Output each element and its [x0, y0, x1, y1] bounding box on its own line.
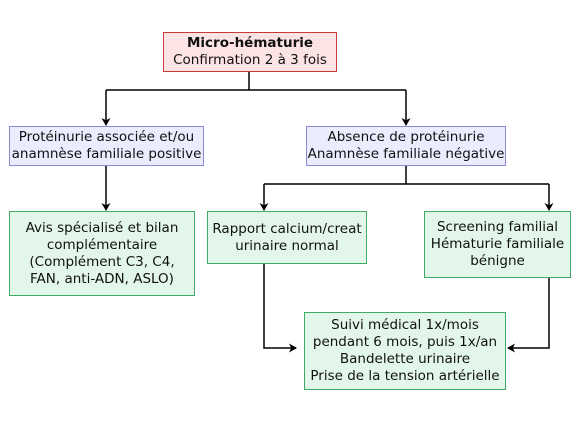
node-specialist-line4: FAN, anti-ADN, ASLO) [30, 270, 174, 287]
node-specialist-line3: (Complément C3, C4, [29, 253, 175, 270]
node-family-screening-line2: Hématurie familiale [430, 236, 565, 252]
node-root-line1: Micro-hématurie [186, 35, 314, 51]
connector-calcium-ratio-to-follow-up [263, 264, 297, 353]
node-root-line2: Confirmation 2 à 3 fois [173, 52, 327, 68]
node-proteinuria-line1: Protéinurie associée et/ou [18, 129, 195, 145]
node-proteinuria: Protéinurie associée et/ou anamnèse fami… [9, 126, 204, 166]
node-calcium-ratio-line2: urinaire normal [235, 237, 339, 254]
node-follow-up-line3: Bandelette urinaire [339, 351, 471, 367]
node-no-proteinuria-line2: Anamnèse familiale négative [307, 146, 505, 162]
node-root: Micro-hématurie Confirmation 2 à 3 fois [163, 32, 337, 72]
node-no-proteinuria: Absence de protéinurie Anamnèse familial… [306, 126, 506, 166]
node-no-proteinuria-line1: Absence de protéinurie [327, 129, 485, 145]
connector-family-screening-to-follow-up [507, 278, 550, 353]
node-specialist-line2: complémentaire [46, 236, 158, 253]
node-follow-up-line2: pendant 6 mois, puis 1x/an [312, 334, 498, 350]
node-specialist: Avis spécialisé et bilan complémentaire … [9, 211, 195, 296]
node-specialist-line1: Avis spécialisé et bilan [25, 219, 179, 236]
node-calcium-ratio: Rapport calcium/creat urinaire normal [207, 211, 367, 264]
node-family-screening-line1: Screening familial [436, 219, 559, 235]
node-follow-up-line1: Suivi médical 1x/mois [331, 317, 479, 333]
node-family-screening: Screening familial Hématurie familiale b… [424, 211, 571, 278]
node-calcium-ratio-line1: Rapport calcium/creat [212, 220, 362, 237]
node-proteinuria-line2: anamnèse familiale positive [11, 146, 202, 162]
node-follow-up-line4: Prise de la tension artérielle [310, 368, 500, 384]
node-family-screening-line3: bénigne [470, 253, 525, 269]
node-follow-up: Suivi médical 1x/mois pendant 6 mois, pu… [304, 312, 506, 390]
